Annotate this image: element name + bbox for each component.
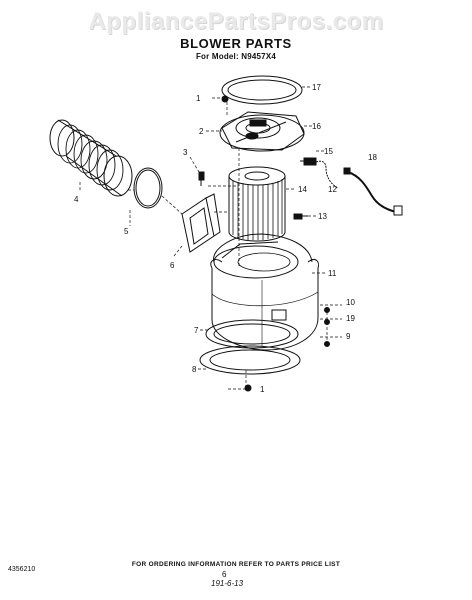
- page-number: 6: [222, 570, 227, 579]
- part-2-motor: [235, 117, 281, 140]
- part-13-screw: [293, 213, 308, 220]
- date-code: 191-6-13: [211, 579, 244, 588]
- callout-5: 5: [124, 227, 129, 236]
- callout-15: 15: [324, 147, 333, 156]
- part-17-gasket: [221, 75, 303, 105]
- part-1-screw-bottom: [244, 384, 252, 392]
- callout-1-top: 1: [196, 94, 201, 103]
- part-9-fastener: [324, 341, 330, 347]
- part-7-inlet-ring: [205, 319, 299, 349]
- callout-7: 7: [194, 326, 199, 335]
- part-10-fastener: [324, 307, 330, 313]
- part-5-clamp: [133, 167, 163, 209]
- callout-19: 19: [346, 314, 355, 323]
- part-18-harness: [343, 167, 403, 216]
- callout-13: 13: [318, 212, 327, 221]
- callout-16: 16: [312, 122, 321, 131]
- part-1-screw-top: [221, 95, 229, 103]
- callout-8: 8: [192, 365, 197, 374]
- callout-4: 4: [74, 195, 79, 204]
- callout-6: 6: [170, 261, 175, 270]
- callout-18: 18: [368, 153, 377, 162]
- callout-10: 10: [346, 298, 355, 307]
- callout-11: 11: [328, 269, 337, 278]
- part-4-flex-duct: [49, 119, 133, 197]
- callout-12: 12: [328, 185, 337, 194]
- leader-lines: [79, 86, 342, 390]
- part-6-outlet-collar: [181, 193, 221, 253]
- part-12-wire: [315, 160, 339, 189]
- part-8-base-plate: [199, 345, 301, 375]
- callout-14: 14: [298, 185, 307, 194]
- part-3-screw: [198, 171, 205, 186]
- part-11-blower-housing: [210, 233, 319, 351]
- model-subtitle: For Model: N9457X4: [195, 52, 277, 61]
- callout-17: 17: [312, 83, 321, 92]
- part-15-connector: [300, 157, 317, 166]
- ordering-note: FOR ORDERING INFORMATION REFER TO PARTS …: [131, 561, 341, 568]
- page-title: BLOWER PARTS: [180, 36, 292, 51]
- part-16-mount-plate: [219, 111, 305, 152]
- callout-2: 2: [199, 127, 204, 136]
- part-14-blower-wheel: [228, 166, 286, 242]
- callout-1-bottom: 1: [260, 385, 265, 394]
- document-number: 4356210: [8, 566, 36, 573]
- callout-3: 3: [183, 148, 188, 157]
- site-watermark: AppliancePartsPros.com: [88, 8, 384, 35]
- callout-9: 9: [346, 332, 351, 341]
